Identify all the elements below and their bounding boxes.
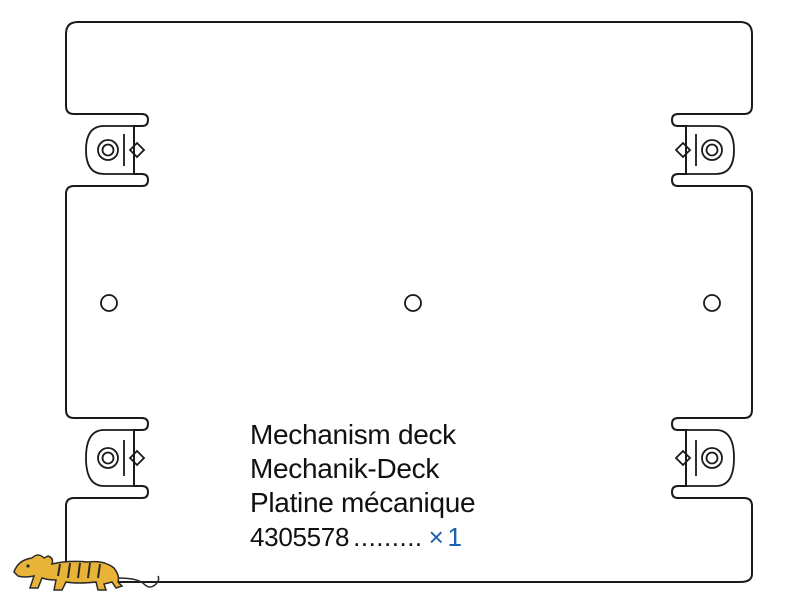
mounting-hole-right <box>703 294 721 312</box>
quantity-value: 1 <box>447 522 462 552</box>
mount-lug-top-left <box>85 125 146 175</box>
tiger-logo-icon <box>13 554 160 591</box>
part-number-row: 4305578 ......... × 1 <box>250 520 475 554</box>
leader-dots: ......... <box>353 522 423 552</box>
part-label: Mechanism deck Mechanik-Deck Platine méc… <box>250 418 476 554</box>
part-name-french: Platine mécanique <box>250 487 476 518</box>
part-name-english: Mechanism deck <box>250 419 456 450</box>
mounting-hole-center <box>404 294 422 312</box>
part-number: 4305578 <box>250 522 350 552</box>
mounting-hole-left <box>100 294 118 312</box>
part-name-german: Mechanik-Deck <box>250 453 440 484</box>
mount-lug-bottom-left <box>85 429 146 487</box>
quantity-symbol: × <box>428 522 444 552</box>
mount-lug-top-right <box>674 125 735 175</box>
mount-lug-bottom-right <box>674 429 735 487</box>
deck-outline <box>65 21 753 583</box>
